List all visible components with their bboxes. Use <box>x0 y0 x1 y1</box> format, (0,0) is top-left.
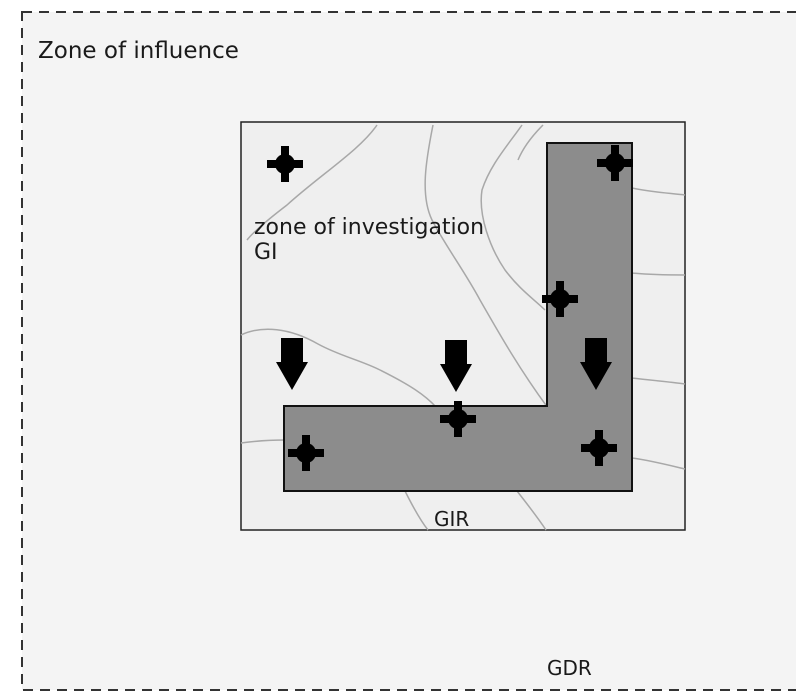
contour-line <box>517 124 544 161</box>
zone-of-investigation-title: zone of investigation <box>254 215 485 240</box>
contour-lines <box>240 124 686 531</box>
down-arrow-icon <box>276 338 308 390</box>
gdr-label: GDR <box>547 656 592 680</box>
gir-label: GIR <box>434 507 470 531</box>
contour-line <box>516 490 547 531</box>
contour-line <box>631 377 686 385</box>
zone-of-investigation-label: zone of investigation GI <box>254 215 484 265</box>
contour-line <box>424 124 549 409</box>
contour-line <box>631 457 686 470</box>
crosshair-marker-icon <box>267 146 303 182</box>
crosshair-marker-icon <box>542 281 578 317</box>
contour-line <box>246 124 378 241</box>
crosshair-marker-icon <box>288 435 324 471</box>
load-arrows <box>276 338 612 392</box>
contour-line <box>240 328 437 408</box>
contour-line <box>480 124 546 311</box>
borehole-markers <box>267 145 633 471</box>
down-arrow-icon <box>440 340 472 392</box>
contour-line <box>631 187 686 196</box>
crosshair-marker-icon <box>440 401 476 437</box>
crosshair-marker-icon <box>581 430 617 466</box>
zone-of-investigation-code: GI <box>254 240 278 265</box>
crosshair-marker-icon <box>597 145 633 181</box>
down-arrow-icon <box>580 338 612 390</box>
contour-line <box>631 272 686 276</box>
contour-line <box>240 439 286 444</box>
zone-of-influence-label: Zone of influence <box>38 38 239 64</box>
contour-line <box>404 490 429 531</box>
